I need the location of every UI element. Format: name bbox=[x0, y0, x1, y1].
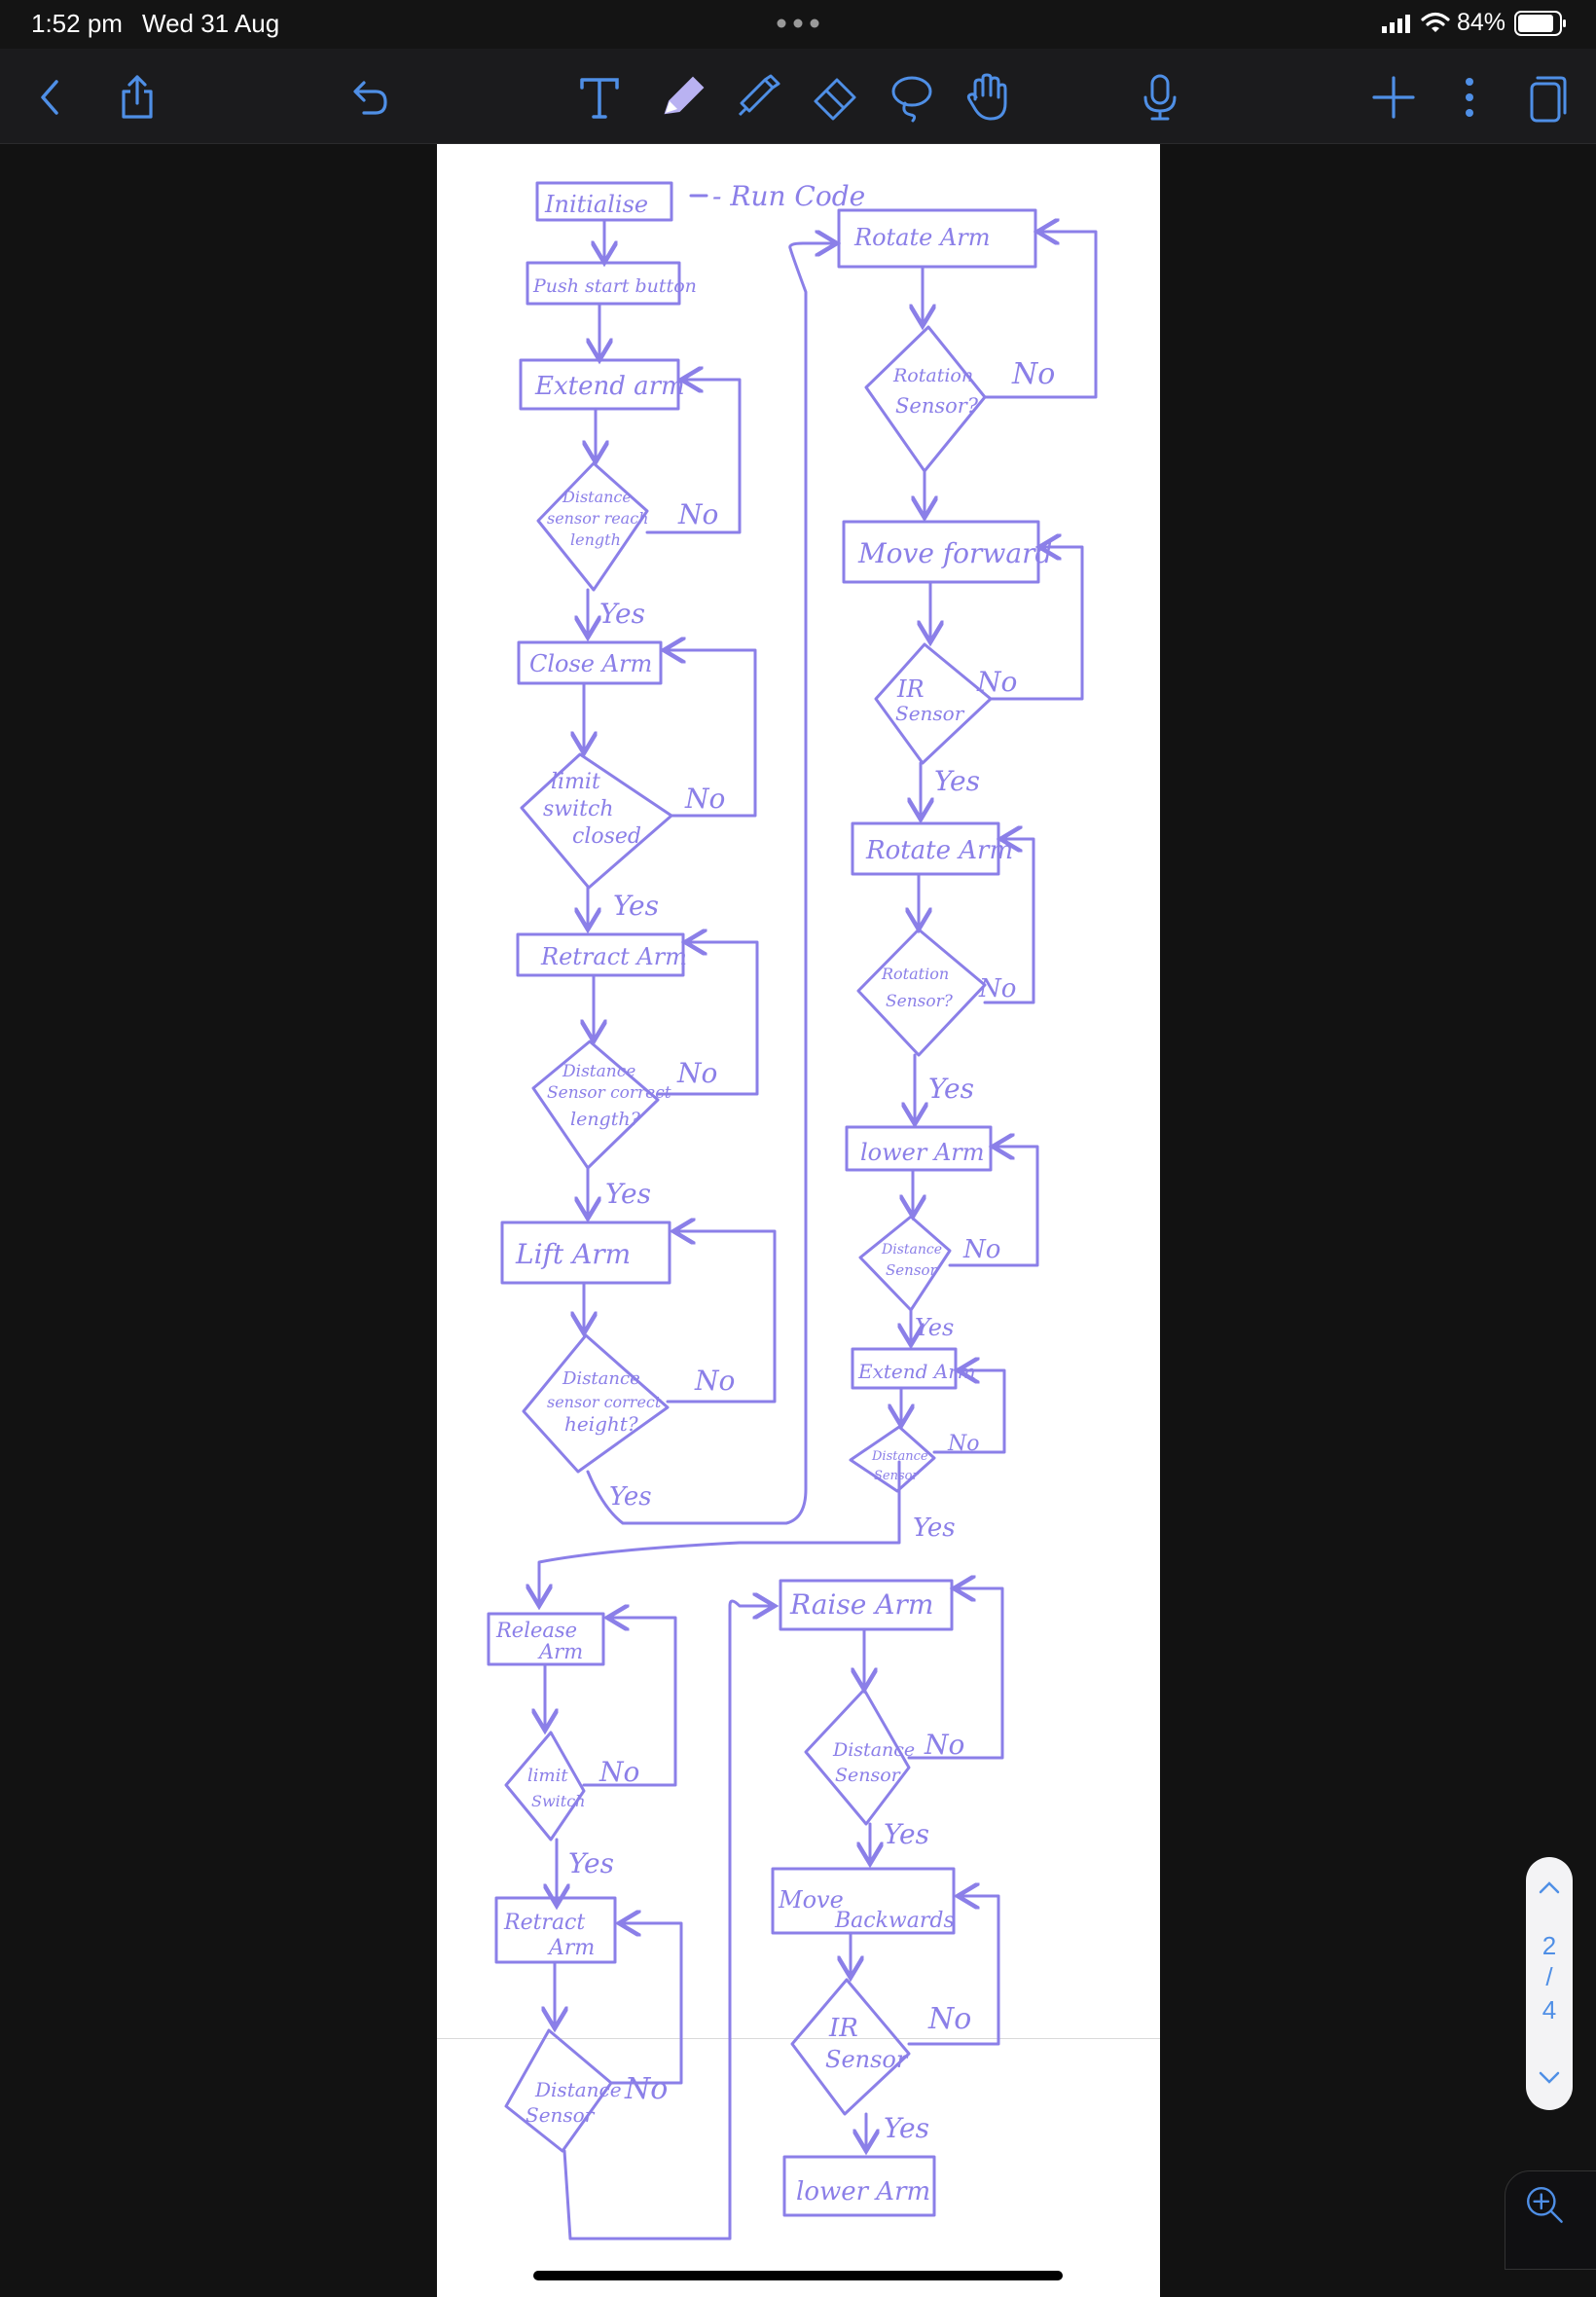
pages-button[interactable] bbox=[1518, 70, 1573, 125]
highlighter-tool-button[interactable] bbox=[730, 70, 784, 125]
page-indicator[interactable]: 2 / 4 bbox=[1526, 1857, 1573, 2110]
battery-percentage: 84% bbox=[1457, 9, 1506, 36]
text-tool-button[interactable] bbox=[572, 70, 627, 125]
zoom-button[interactable] bbox=[1505, 2170, 1596, 2270]
share-icon bbox=[122, 75, 153, 119]
wifi-icon bbox=[1421, 12, 1450, 32]
pen-tool-icon bbox=[664, 76, 705, 115]
microphone-icon bbox=[1143, 74, 1177, 121]
chevron-down-icon[interactable] bbox=[1538, 2065, 1561, 2089]
battery-icon bbox=[1514, 11, 1566, 36]
add-button[interactable] bbox=[1366, 70, 1421, 125]
page-divider bbox=[437, 2038, 1160, 2039]
back-button[interactable] bbox=[23, 70, 78, 125]
share-button[interactable] bbox=[110, 70, 164, 125]
total-page-count: 4 bbox=[1542, 1995, 1557, 2024]
undo-button[interactable] bbox=[341, 70, 395, 125]
highlighter-tool-icon bbox=[738, 74, 780, 117]
eraser-tool-button[interactable] bbox=[808, 70, 862, 125]
multitasking-dots-icon[interactable] bbox=[777, 18, 819, 29]
text-tool-icon bbox=[580, 78, 619, 119]
status-date: Wed 31 Aug bbox=[142, 9, 280, 38]
chevron-up-icon[interactable] bbox=[1538, 1877, 1561, 1900]
plus-icon bbox=[1372, 76, 1415, 119]
cellular-signal-icon bbox=[1382, 15, 1410, 33]
toolbar bbox=[0, 49, 1596, 144]
undo-icon bbox=[353, 81, 387, 115]
status-bar: 1:52 pm Wed 31 Aug 84% bbox=[0, 0, 1596, 49]
more-vertical-icon bbox=[1466, 78, 1473, 117]
hand-tool-icon bbox=[966, 73, 1007, 121]
page-number-separator: / bbox=[1545, 1962, 1553, 1991]
lasso-tool-icon bbox=[891, 76, 932, 123]
microphone-button[interactable] bbox=[1133, 70, 1187, 125]
pen-tool-button[interactable] bbox=[654, 70, 708, 125]
hand-tool-button[interactable] bbox=[960, 70, 1014, 125]
notebook-page[interactable] bbox=[437, 144, 1160, 2297]
more-button[interactable] bbox=[1442, 70, 1497, 125]
eraser-tool-icon bbox=[814, 78, 856, 121]
zoom-in-icon bbox=[1527, 2187, 1563, 2223]
pages-icon bbox=[1530, 76, 1567, 123]
current-page-number: 2 bbox=[1542, 1931, 1557, 1960]
status-time: 1:52 pm bbox=[31, 9, 123, 38]
lasso-tool-button[interactable] bbox=[884, 70, 938, 125]
home-indicator[interactable] bbox=[533, 2271, 1063, 2280]
chevron-left-icon bbox=[41, 80, 58, 115]
